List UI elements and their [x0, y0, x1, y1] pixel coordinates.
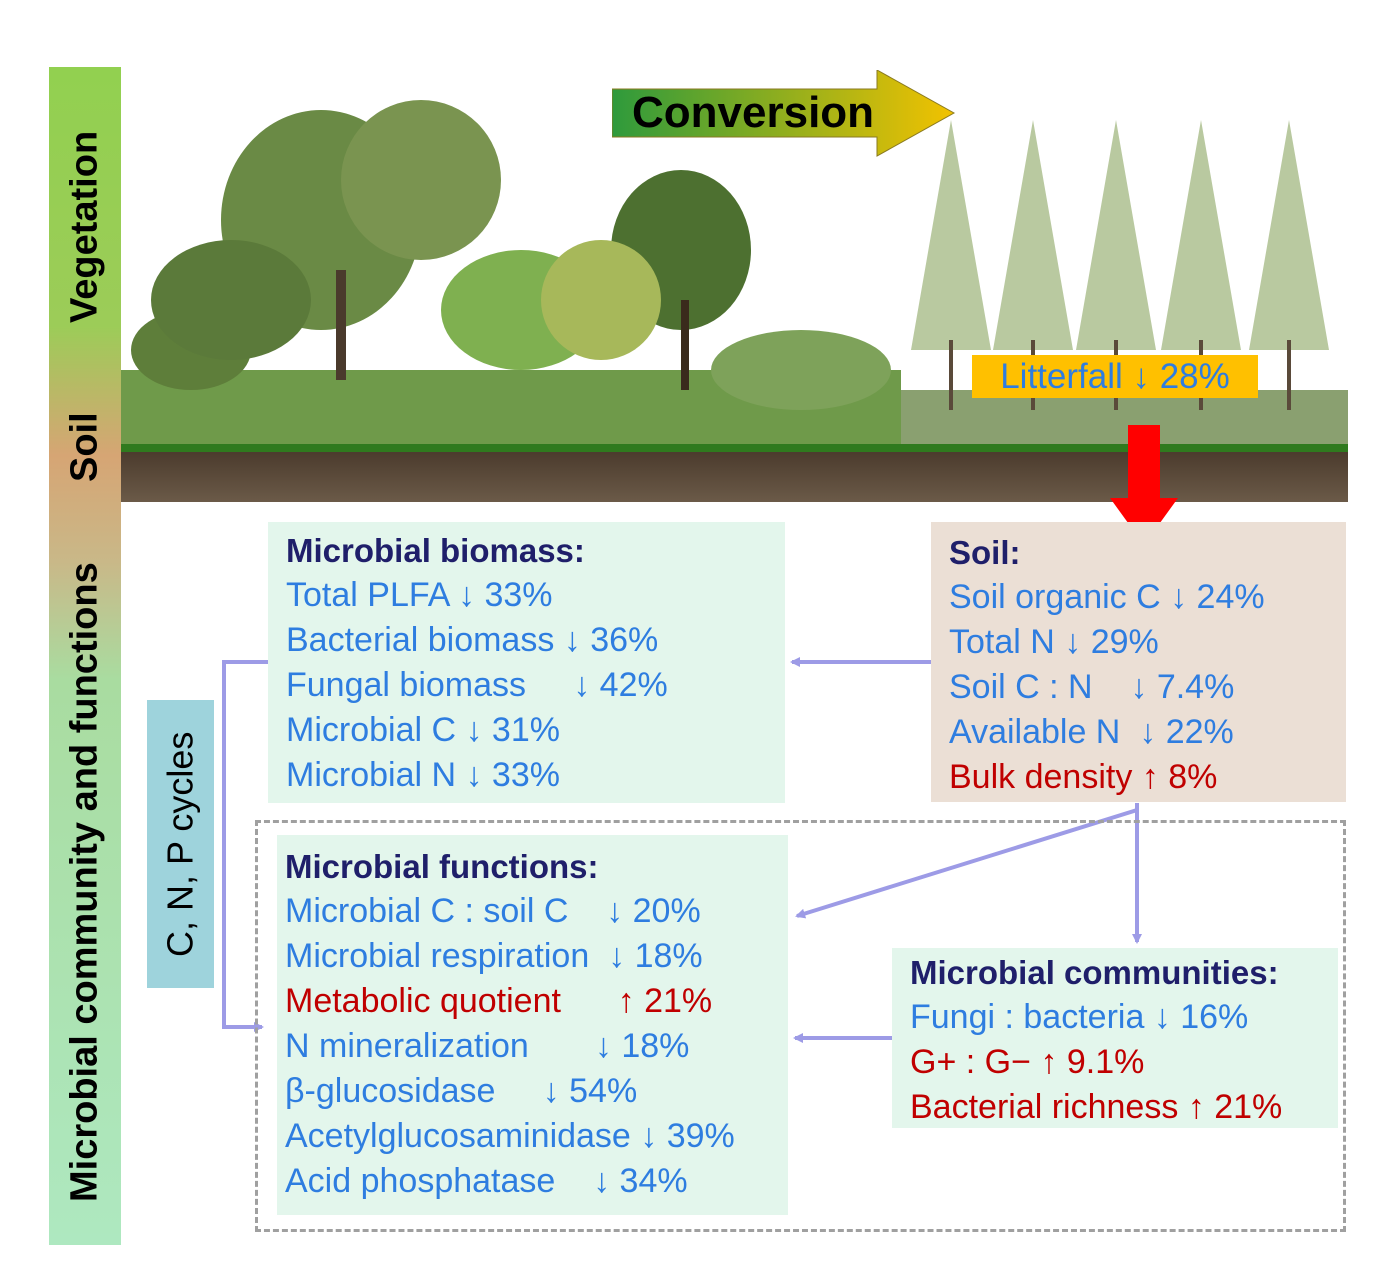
functions-title: Microbial functions:	[285, 848, 599, 885]
natural-forest	[121, 100, 901, 444]
microbial-processes-group	[255, 820, 1346, 1232]
microbial-functions-box: Microbial functions: Microbial C : soil …	[277, 835, 788, 1215]
biomass-to-functions-arrow	[222, 660, 268, 1032]
grass-line	[121, 442, 1348, 452]
community-line: Bacterial richness ↑ 21%	[910, 1088, 1283, 1126]
function-line: Metabolic quotient ↑ 21%	[285, 982, 713, 1020]
function-line: Microbial C : soil C ↓ 20%	[285, 892, 701, 930]
biomass-line: Bacterial biomass ↓ 36%	[286, 621, 659, 659]
function-line: β-glucosidase ↓ 54%	[285, 1072, 638, 1110]
cnp-cycles-text: C, N, P cycles	[159, 731, 201, 957]
biomass-line: Microbial N ↓ 33%	[286, 756, 560, 794]
litterfall-badge: Litterfall ↓ 28%	[972, 355, 1258, 398]
biomass-title: Microbial biomass:	[286, 532, 585, 569]
function-line: Acetylglucosaminidase ↓ 39%	[285, 1117, 735, 1155]
function-line: N mineralization ↓ 18%	[285, 1027, 690, 1065]
community-line: Fungi : bacteria ↓ 16%	[910, 998, 1249, 1036]
biomass-line: Total PLFA ↓ 33%	[286, 576, 553, 614]
conversion-arrow	[612, 70, 956, 157]
function-line: Microbial respiration ↓ 18%	[285, 937, 703, 975]
soil-line: Soil C : N ↓ 7.4%	[949, 668, 1235, 706]
community-line: G+ : G− ↑ 9.1%	[910, 1043, 1145, 1081]
plantation-trees	[901, 120, 1348, 444]
soil-line: Bulk density ↑ 8%	[949, 758, 1218, 796]
microbial-communities-box: Microbial communities: Fungi : bacteria …	[892, 948, 1338, 1128]
level-sidebar: Vegetation Soil Microbial community and …	[49, 67, 121, 1245]
biomass-line: Microbial C ↓ 31%	[286, 711, 560, 749]
function-line: Acid phosphatase ↓ 34%	[285, 1162, 688, 1200]
soil-line: Available N ↓ 22%	[949, 713, 1234, 751]
microbial-biomass-box: Microbial biomass: Total PLFA ↓ 33% Bact…	[268, 522, 785, 803]
conversion-label: Conversion	[632, 88, 875, 137]
soil-box: Soil: Soil organic C ↓ 24% Total N ↓ 29%…	[931, 522, 1346, 802]
communities-title: Microbial communities:	[910, 954, 1279, 991]
soil-title: Soil:	[949, 534, 1021, 571]
biomass-line: Fungal biomass ↓ 42%	[286, 666, 668, 704]
soil-line: Soil organic C ↓ 24%	[949, 578, 1265, 616]
soil-line: Total N ↓ 29%	[949, 623, 1159, 661]
litter-to-soil-arrow	[1110, 425, 1178, 545]
cnp-cycles-label: C, N, P cycles	[147, 700, 214, 988]
